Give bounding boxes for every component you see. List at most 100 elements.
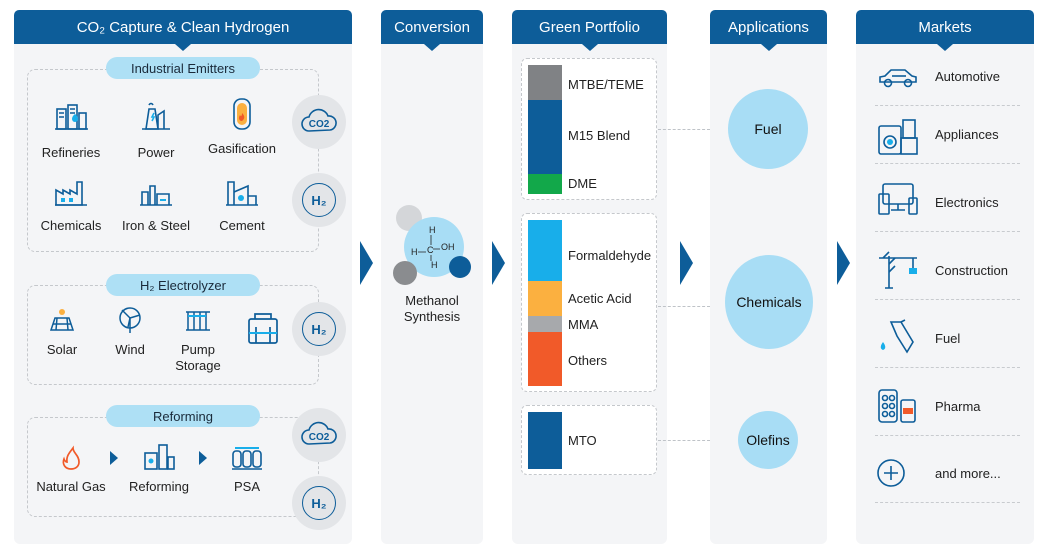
co2-circle-industrial: CO2 — [292, 95, 346, 149]
svg-text:CO2: CO2 — [309, 119, 330, 130]
h2-circle-electrolyzer: H₂ — [292, 302, 346, 356]
wind-turbine-icon — [119, 307, 141, 333]
application-chemicals: Chemicals — [725, 255, 813, 349]
psa-label: PSA — [233, 479, 260, 494]
segment-label: MTO — [568, 433, 597, 448]
natural-gas-item: Natural Gas — [26, 441, 116, 495]
wind-label: Wind — [115, 342, 145, 357]
market-label: Construction — [935, 263, 1008, 278]
flow-arrow-2 — [492, 241, 505, 285]
portfolio-group-chemicals: Formaldehyde Acetic Acid MMA Others — [521, 213, 657, 392]
solar-panel-icon — [49, 309, 75, 331]
solar-label: Solar — [46, 342, 78, 357]
small-arrow-icon — [199, 451, 207, 465]
psa-item: PSA — [202, 441, 292, 495]
market-electronics: Electronics — [875, 176, 1020, 232]
segment-label: Acetic Acid — [568, 291, 632, 306]
gasification-label: Gasification — [208, 141, 276, 156]
molecule-h-left: H — [411, 247, 418, 257]
co2-circle-reforming: CO2 — [292, 408, 346, 462]
market-label: Pharma — [935, 399, 981, 414]
reformer-icon — [144, 444, 175, 470]
electrolyzer-pill: H₂ Electrolyzer — [106, 274, 260, 296]
segment-label: DME — [568, 176, 597, 191]
natural-gas-label: Natural Gas — [36, 479, 106, 494]
reforming-pill: Reforming — [106, 405, 260, 427]
flow-arrow-1 — [360, 241, 373, 285]
crane-icon — [879, 251, 917, 289]
market-construction: Construction — [875, 244, 1020, 300]
chemicals-label: Chemicals — [40, 218, 102, 233]
chemicals-item: Chemicals — [26, 178, 116, 234]
markets-panel: Markets — [856, 10, 1034, 544]
wind-item: Wind — [85, 306, 175, 358]
molecule-h-top: H — [429, 225, 436, 235]
flame-icon — [62, 445, 80, 470]
h2-icon: H₂ — [302, 183, 336, 217]
portfolio-group-fuel: MTBE/TEME M15 Blend DME — [521, 58, 657, 200]
market-automotive: Automotive — [875, 50, 1020, 106]
market-label: Appliances — [935, 127, 999, 142]
svg-text:CO2: CO2 — [309, 432, 330, 443]
power-label: Power — [137, 145, 175, 160]
h2-icon: H₂ — [302, 312, 336, 346]
segment-label: Formaldehyde — [568, 248, 652, 263]
segment-mto — [528, 412, 562, 469]
gasifier-icon — [233, 98, 251, 130]
segment-m15 — [528, 100, 562, 174]
power-item: Power — [111, 99, 201, 161]
markets-panel-title: Markets — [856, 10, 1034, 51]
electrolyzer-icon — [248, 313, 278, 344]
molecule-c: C — [427, 245, 434, 255]
market-fuel: Fuel — [875, 312, 1020, 368]
capture-panel-title: CO₂ Capture & Clean Hydrogen — [14, 10, 352, 51]
molecule-oh: OH — [441, 242, 455, 252]
power-plant-icon — [142, 102, 170, 130]
pump-storage-label-line: Storage — [175, 358, 221, 373]
market-label: and more... — [935, 466, 1001, 481]
cement-label: Cement — [219, 218, 265, 233]
segment-dme — [528, 174, 562, 194]
plus-icon — [877, 459, 905, 487]
co2-cloud-icon: CO2 — [301, 421, 337, 445]
application-fuel: Fuel — [728, 89, 808, 169]
reforming-label: Reforming — [129, 479, 189, 494]
capture-panel: CO₂ Capture & Clean Hydrogen — [14, 10, 352, 544]
molecule-h-bottom: H — [431, 260, 438, 270]
segment-label: M15 Blend — [568, 128, 631, 143]
reforming-item: Reforming — [114, 441, 204, 495]
flow-arrow-3 — [680, 241, 693, 285]
appliances-icon — [878, 119, 918, 155]
market-pharma: Pharma — [875, 380, 1020, 436]
segment-label: MTBE/TEME — [568, 77, 644, 92]
methanol-synthesis-label: Methanol Synthesis — [381, 293, 483, 325]
iron-steel-label: Iron & Steel — [122, 218, 190, 233]
portfolio-panel-title: Green Portfolio — [512, 10, 667, 51]
h2-circle-industrial: H₂ — [292, 173, 346, 227]
applications-panel-title: Applications — [710, 10, 827, 51]
iron-steel-item: Iron & Steel — [111, 178, 201, 234]
connector-chemicals — [658, 306, 710, 307]
segment-label: Others — [568, 353, 608, 368]
connector-fuel — [658, 129, 710, 130]
methanol-molecule-icon: H OH C H H — [393, 205, 471, 285]
pump-storage-label-line: Pump — [181, 342, 215, 357]
segment-others — [528, 332, 562, 386]
gasification-item: Gasification — [197, 95, 287, 157]
electronics-icon — [878, 183, 918, 215]
methanol-label-line1: Methanol — [405, 293, 459, 308]
steel-mill-icon — [140, 185, 172, 206]
segment-acetic-acid — [528, 281, 562, 316]
market-label: Fuel — [935, 331, 961, 346]
segment-mtbe — [528, 65, 562, 100]
market-label: Automotive — [935, 69, 1001, 84]
portfolio-group-olefins: MTO — [521, 405, 657, 475]
co2-cloud-icon: CO2 — [301, 108, 337, 132]
fuel-nozzle-icon — [880, 319, 914, 354]
refinery-icon — [55, 104, 88, 130]
refineries-item: Refineries — [26, 99, 116, 161]
cement-item: Cement — [197, 178, 287, 234]
